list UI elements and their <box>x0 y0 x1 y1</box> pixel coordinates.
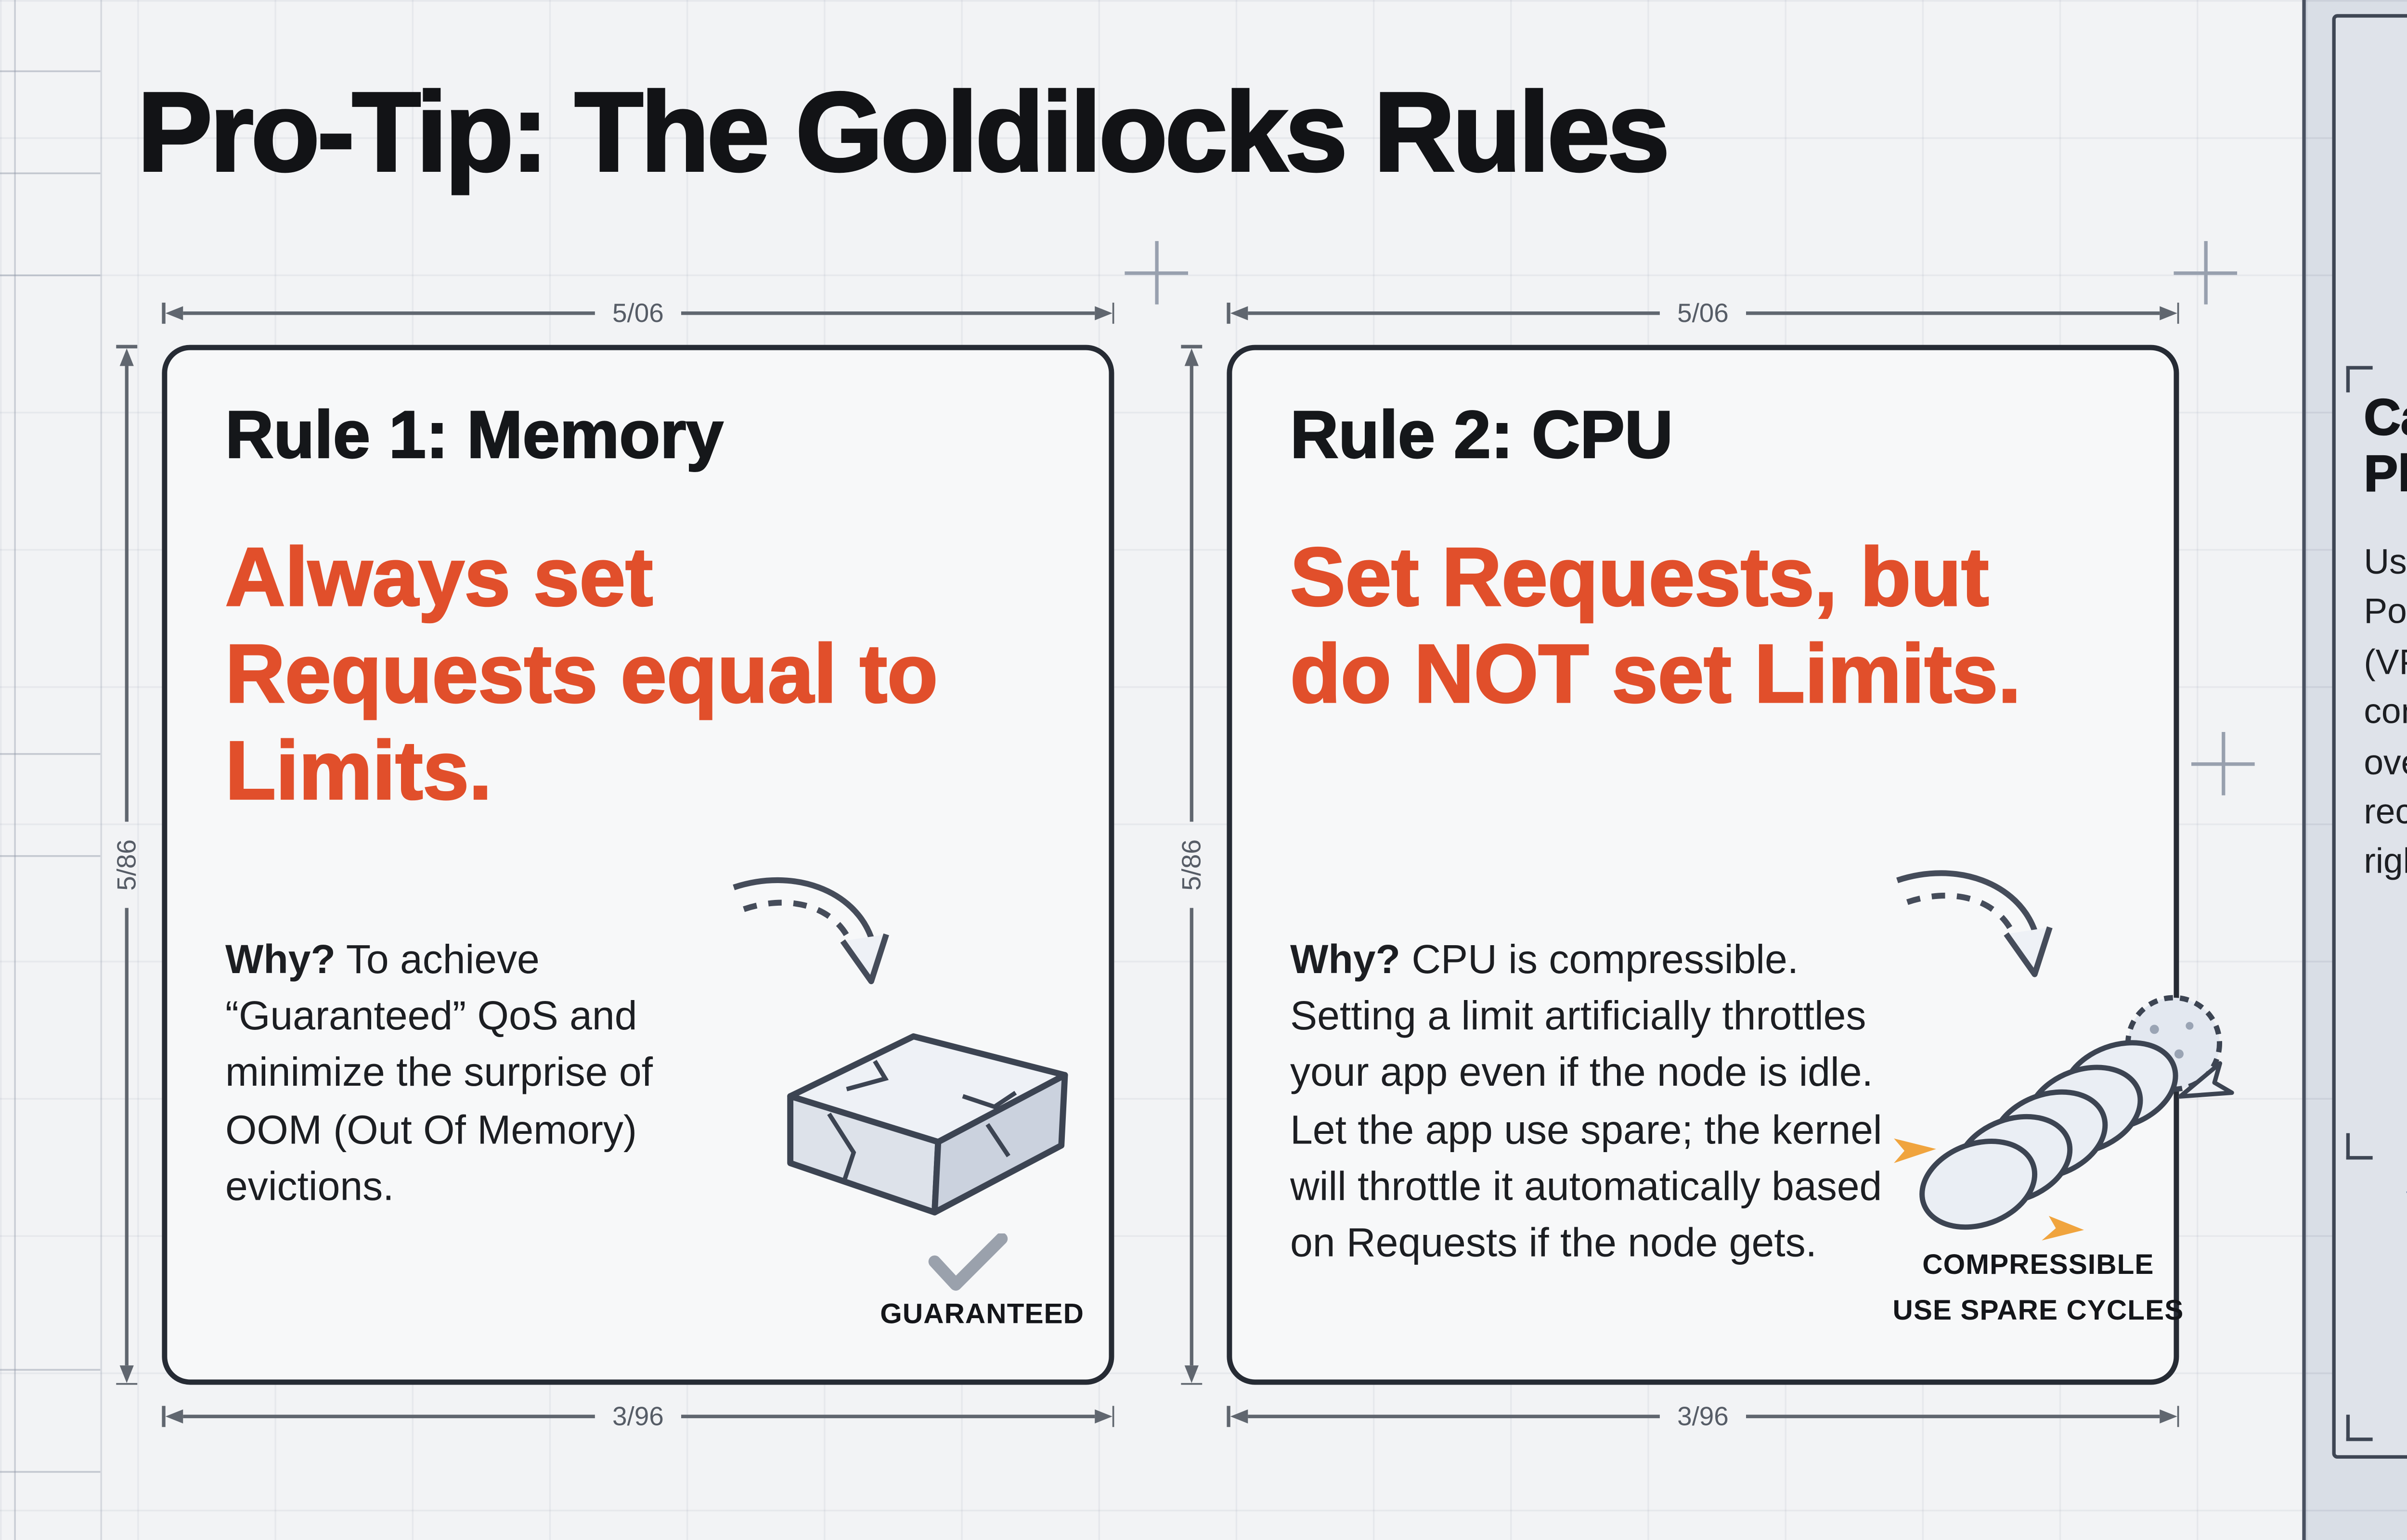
sketch-arrow-icon <box>1880 857 2082 1033</box>
dimension-top-card1: 5/06 <box>162 298 1114 328</box>
ruler-line <box>100 0 103 1540</box>
card-heading: Rule 1: Memory <box>225 399 725 474</box>
sketch-arrow-icon <box>716 864 919 1040</box>
dimension-label: 5/06 <box>612 298 664 328</box>
corner-bracket <box>2346 1133 2373 1160</box>
vpa-chart-icon: VPA <box>2406 1186 2407 1388</box>
body-text: CPU is compressible. Setting a limit art… <box>1290 936 1882 1265</box>
sidebar-capacity-planning: Capacity Planning Use the Vertical Pod A… <box>2302 0 2407 1540</box>
dimension-left-card2: 5/86 <box>1177 345 1207 1385</box>
body-text: To achieve “Guaranteed” QoS and minimize… <box>225 936 653 1208</box>
dimension-left-card1: 5/86 <box>112 345 142 1385</box>
card-headline: Set Requests, but do NOT set Limits. <box>1289 529 2022 720</box>
crosshair-mark <box>2191 732 2255 796</box>
sidebar-heading: Capacity Planning <box>2363 390 2407 504</box>
card-rule2-cpu: Rule 2: CPU Set Requests, but do NOT set… <box>1227 345 2234 1385</box>
dimension-top-card2: 5/06 <box>1227 298 2179 328</box>
cpu-spring-icon <box>1887 976 2239 1258</box>
dimension-label: 3/96 <box>1677 1401 1729 1432</box>
sidebar-body: Use the Vertical Pod Autoscaler (VPA) to… <box>2364 543 2407 883</box>
card-heading: Rule 2: CPU <box>1290 399 1674 474</box>
why-label: Why? <box>225 936 336 982</box>
memory-brick-icon <box>769 987 1086 1242</box>
corner-bracket <box>2346 366 2373 393</box>
card-body: Why? CPU is compressible. Setting a limi… <box>1290 931 1928 1270</box>
why-label: Why? <box>1290 936 1400 982</box>
crosshair-mark <box>2174 241 2237 305</box>
sidebar-frame: Capacity Planning Use the Vertical Pod A… <box>2332 14 2407 1459</box>
caption-compressible: COMPRESSIBLE <box>1922 1251 2154 1281</box>
dimension-label: 5/86 <box>1177 839 1207 891</box>
ruler-tick <box>0 274 101 277</box>
ruler-tick <box>0 855 101 857</box>
ruler-tick <box>0 70 101 72</box>
caption-guaranteed: GUARANTEED <box>880 1300 1085 1331</box>
page-title: Pro-Tip: The Goldilocks Rules <box>136 67 1671 196</box>
ruler-tick <box>0 1471 101 1473</box>
corner-bracket <box>2346 1414 2373 1441</box>
dimension-label: 5/86 <box>112 839 142 891</box>
caption-spare-cycles: USE SPARE CYCLES <box>1892 1296 2184 1327</box>
ruler-tick <box>0 172 101 174</box>
check-icon <box>928 1233 1009 1293</box>
card-rule1-memory: Rule 1: Memory Always set Requests equal… <box>162 345 1114 1385</box>
dimension-bottom-card1: 3/96 <box>162 1401 1114 1432</box>
card-headline: Always set Requests equal to Limits. <box>224 529 939 818</box>
crosshair-mark <box>1125 241 1188 305</box>
ruler-tick <box>0 753 101 755</box>
dimension-label: 3/96 <box>612 1401 664 1432</box>
card-body: Why? To achieve “Guaranteed” QoS and min… <box>225 931 753 1214</box>
vpa-label: VPA <box>2406 1186 2407 1226</box>
dimension-label: 5/06 <box>1677 298 1729 328</box>
ruler-line <box>14 0 16 1540</box>
dimension-bottom-card2: 3/96 <box>1227 1401 2179 1432</box>
ruler-tick <box>0 1369 101 1371</box>
